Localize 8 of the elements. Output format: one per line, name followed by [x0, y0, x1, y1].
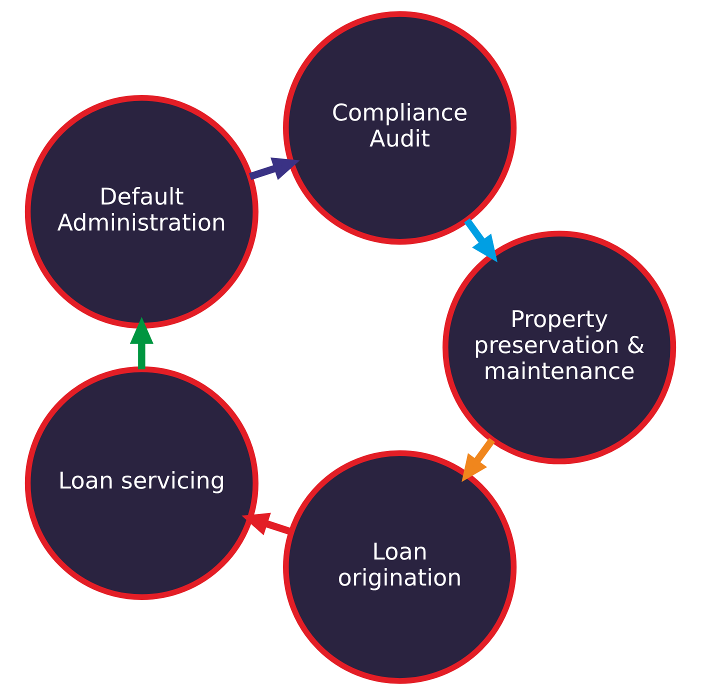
node-circle: Loan servicing — [24, 366, 258, 600]
arrow — [242, 512, 293, 536]
arrow — [464, 218, 498, 262]
node-circle: Loan origination — [283, 450, 517, 684]
arrow — [462, 438, 496, 482]
node-circle: Default Administration — [24, 95, 258, 329]
arrow — [130, 316, 154, 370]
arrow — [248, 158, 300, 180]
